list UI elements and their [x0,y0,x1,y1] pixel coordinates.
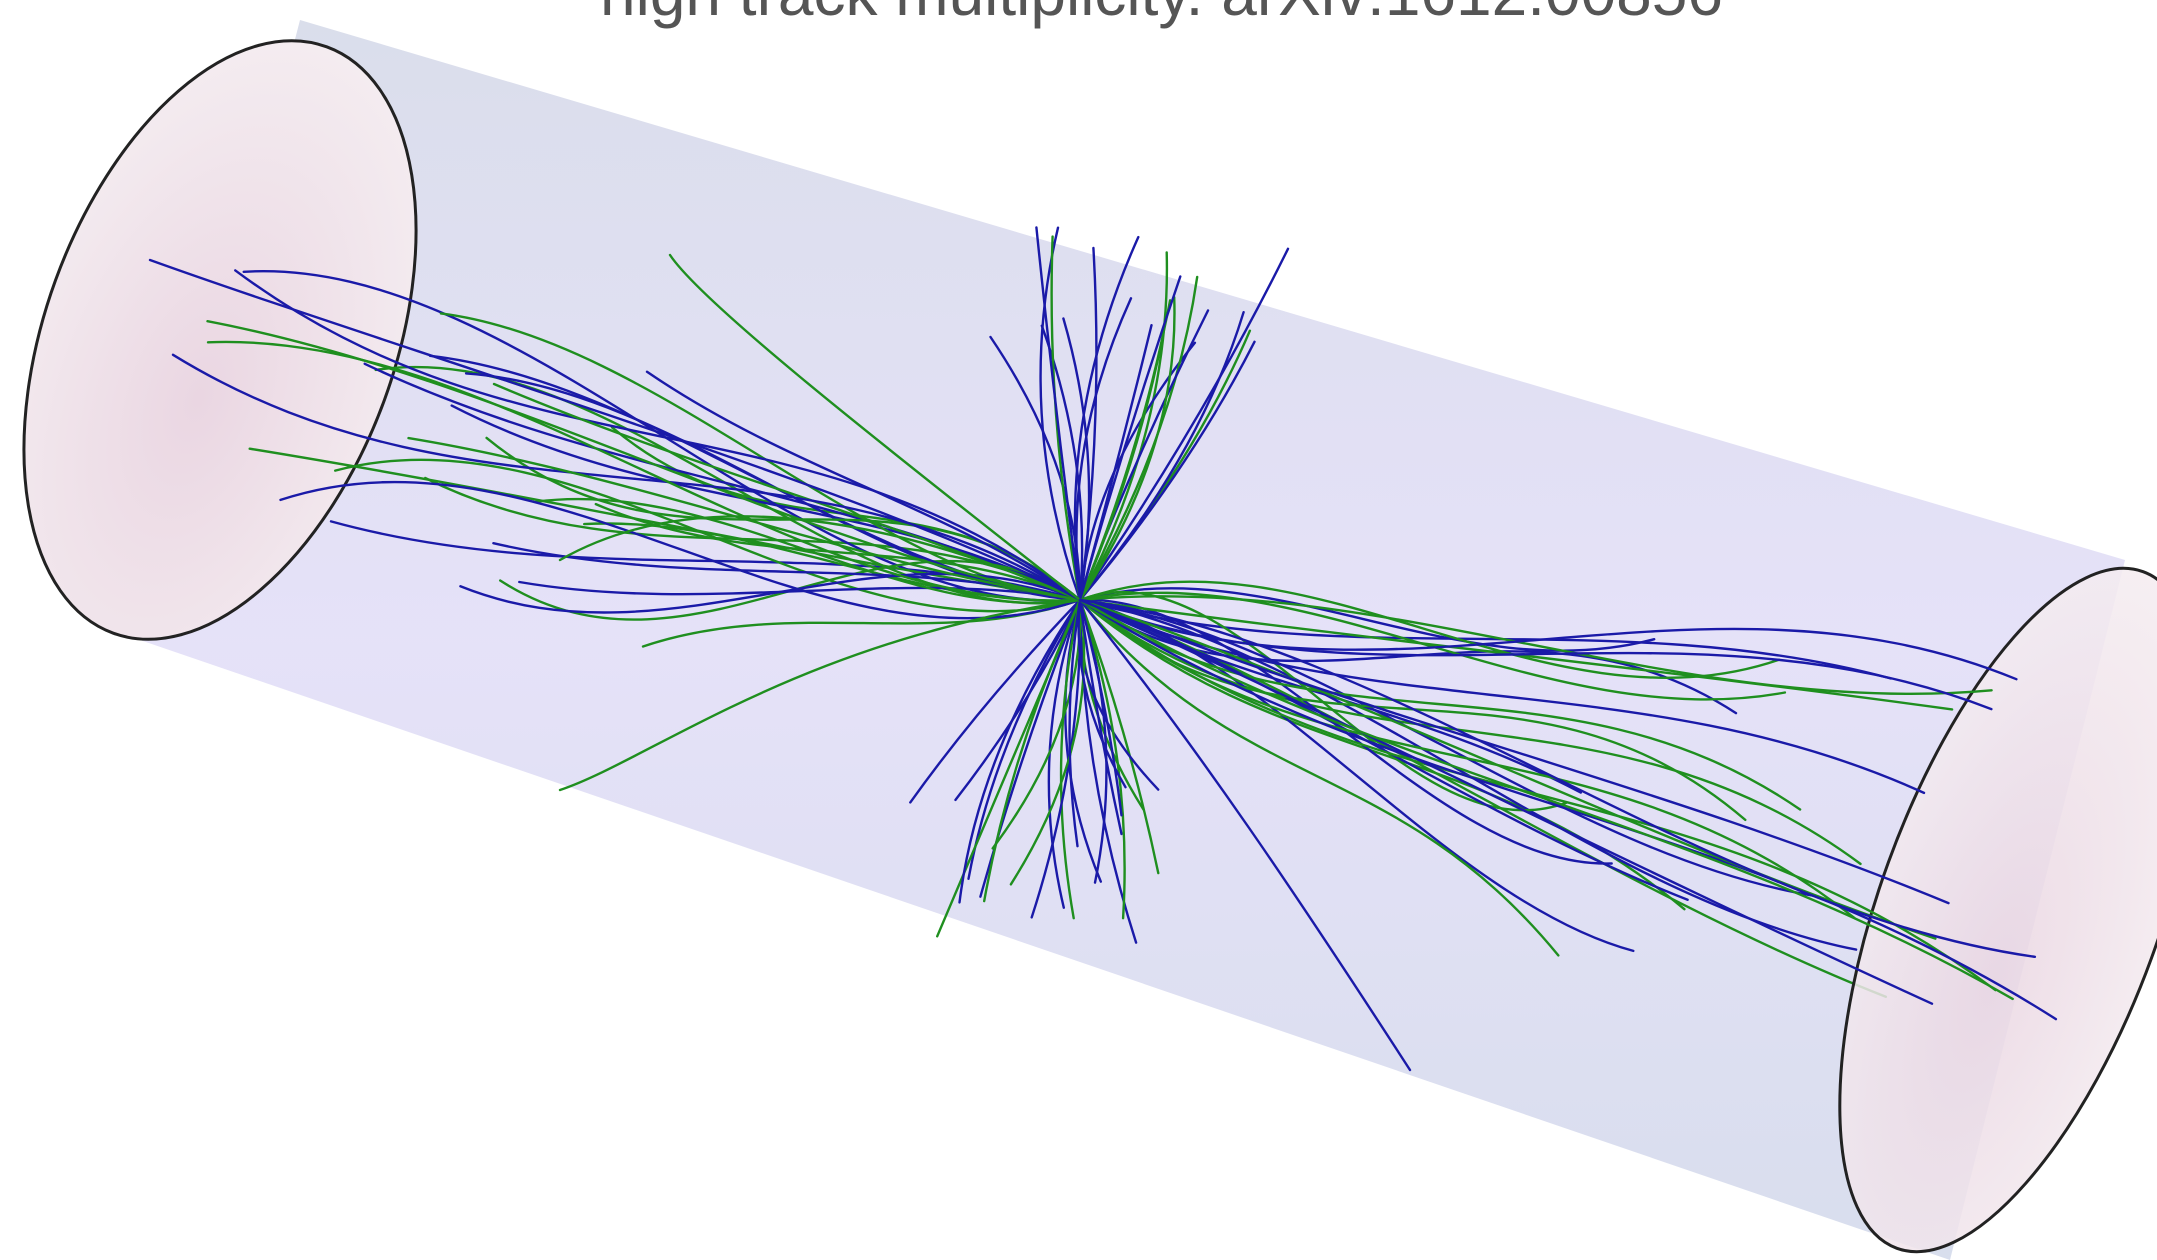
track [450,404,1082,602]
track [1078,598,1160,875]
track [1078,598,2018,681]
track [668,253,1082,602]
track [1078,598,1997,992]
track [459,572,1082,614]
track [1078,591,1787,701]
track [1078,598,2014,1001]
track [1039,226,1082,602]
track [1078,598,1818,898]
track [1062,317,1091,602]
track [1078,598,1126,920]
track [1078,598,2037,958]
figure-caption: high track multiplicity. arXiv:1612.0085… [600,0,1723,30]
track [1035,226,1082,602]
track [334,458,1082,613]
track [171,353,1082,602]
track [989,335,1082,602]
track [1078,598,1937,940]
track [558,515,1082,602]
track [1078,598,1934,1005]
detector-right-endcap [1838,566,2157,1254]
track [1078,311,1245,602]
track [958,598,1082,904]
track [1077,598,1127,789]
track [1068,598,1082,848]
track [1078,598,1123,817]
track [1078,247,1290,602]
track [1078,275,1182,602]
particle-tracks [148,226,1893,1072]
track [1078,580,1781,679]
track [1078,598,1887,998]
track [534,497,1082,605]
track [1078,251,1169,602]
track [206,320,1082,602]
track [594,502,1082,602]
track [1078,598,1689,901]
track [1078,598,1412,1072]
track [234,269,1082,602]
track [1078,598,1862,866]
track [428,354,1082,602]
track [1078,598,1123,836]
track [909,598,1082,804]
track [1078,296,1176,602]
track [1078,299,1172,602]
particle-tracks-front [1078,594,2058,1021]
track [1078,598,2058,1021]
track [1078,594,1993,696]
track [1078,591,1568,812]
track [407,436,1082,602]
track [983,598,1082,903]
track [148,258,1082,602]
track [645,370,1082,602]
track [1009,598,1086,886]
track [1059,598,1082,920]
track [1078,598,1950,905]
track [206,340,1082,602]
track [279,480,1082,620]
track [558,598,1082,792]
track [1078,598,1560,957]
track [1078,587,1656,652]
track [1078,598,1138,944]
